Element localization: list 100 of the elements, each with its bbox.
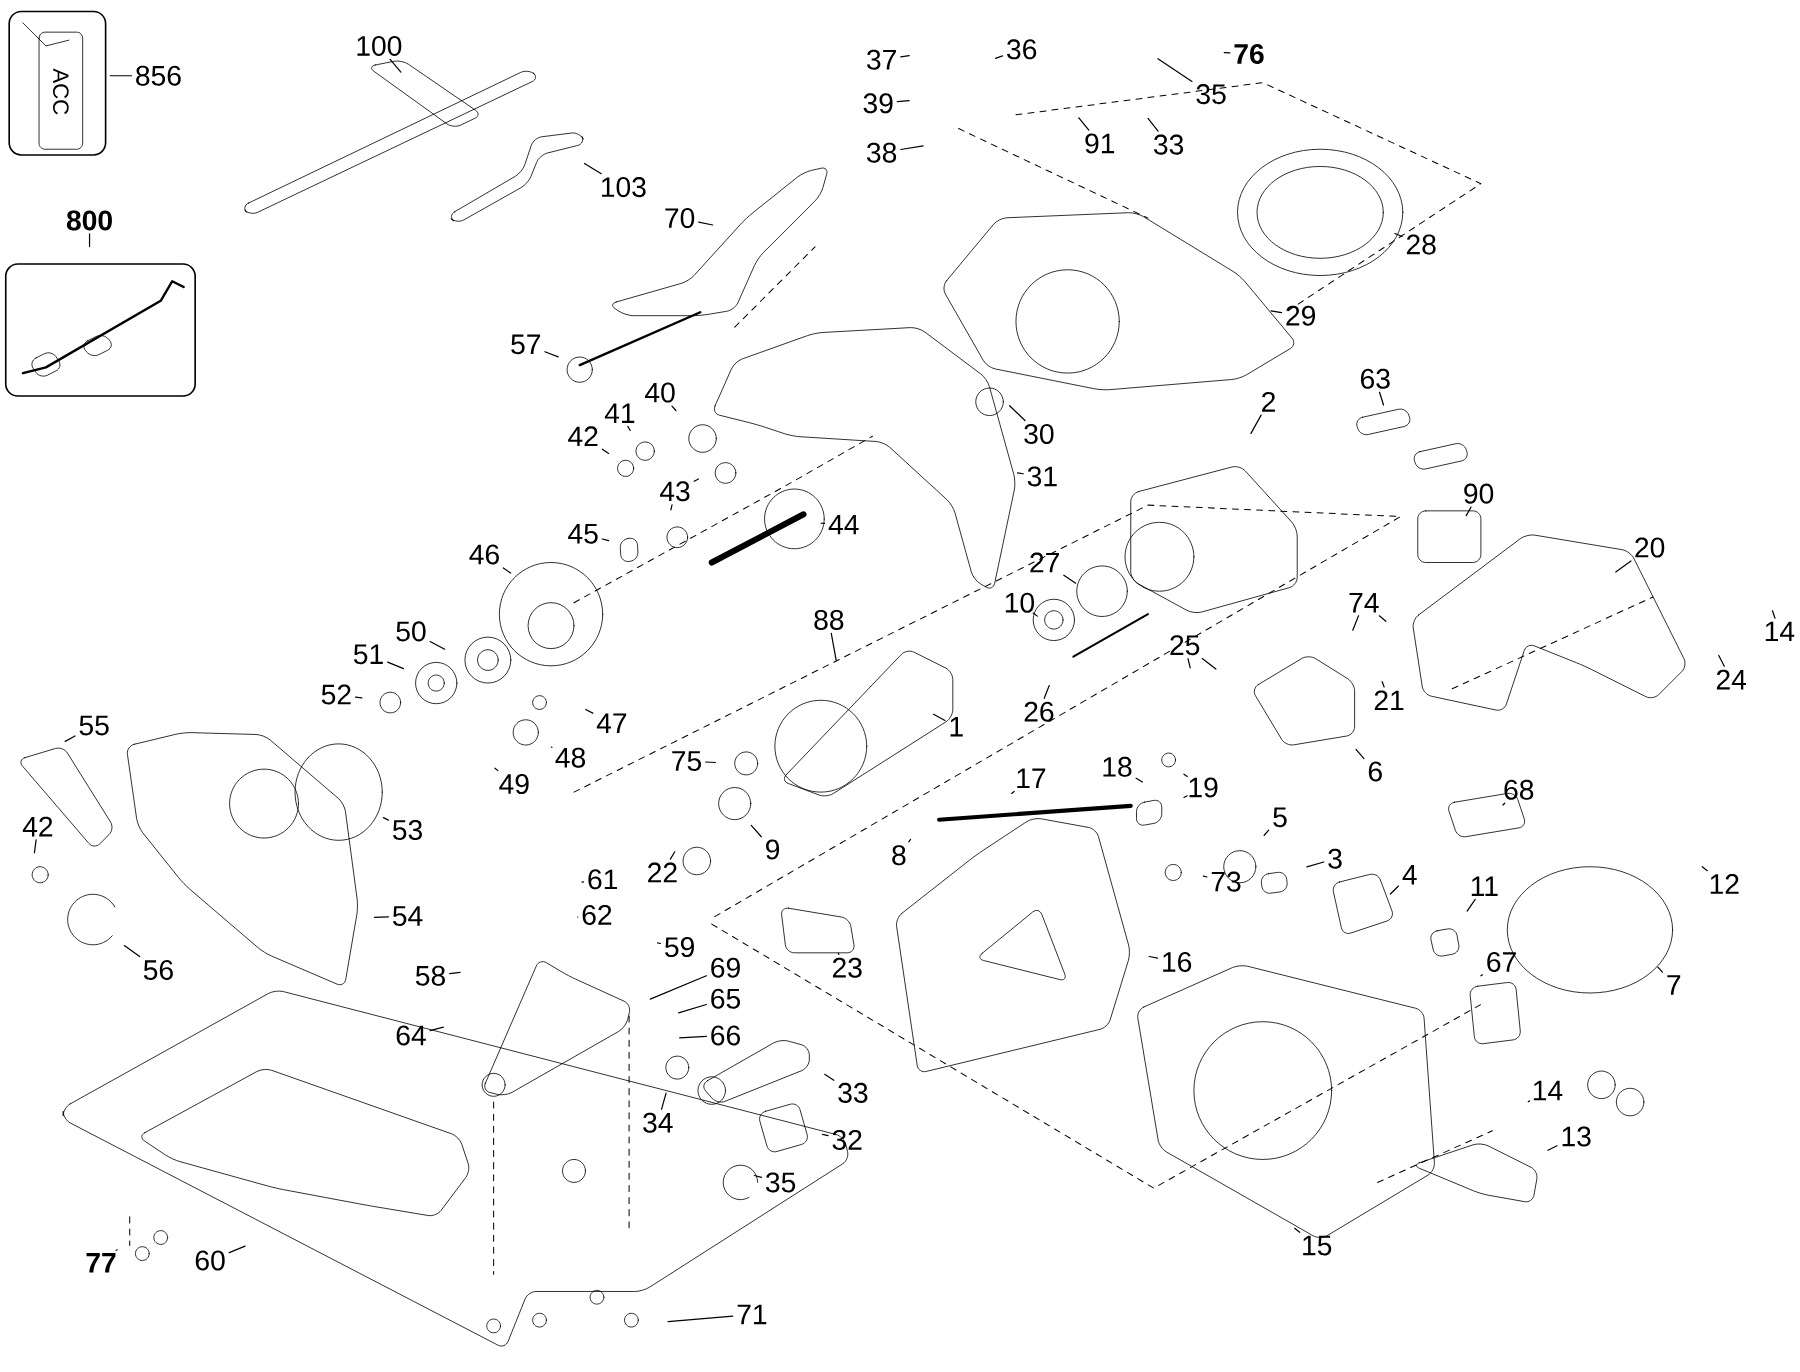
callout-number: 55 [79, 715, 109, 736]
callout-number: 59 [665, 937, 694, 958]
callout-number: 48 [555, 747, 586, 768]
leader-line [1009, 405, 1026, 422]
leader-line [1263, 829, 1270, 836]
callout-number: 77 [86, 1253, 116, 1273]
callout-number: 41 [604, 403, 635, 424]
callout-number: 62 [582, 905, 612, 926]
callout-number: 26 [1024, 701, 1054, 722]
leader-line [1701, 866, 1708, 872]
leader-line [705, 761, 717, 764]
leader-line [824, 1073, 835, 1081]
leader-line [1135, 777, 1144, 783]
leader-line [656, 942, 662, 945]
callout-number: 19 [1189, 777, 1218, 798]
callout-number: 75 [672, 751, 701, 772]
callout-number: 11 [1471, 876, 1498, 897]
leader-line [750, 824, 762, 838]
leader-line [1201, 658, 1217, 670]
callout-number: 35 [766, 1172, 796, 1193]
leader-line [1657, 966, 1664, 973]
callout-number: 69 [711, 957, 740, 978]
leader-line [649, 975, 707, 1000]
leader-line [1250, 414, 1262, 435]
callout-number: 15 [1303, 1235, 1332, 1256]
callout-number: 53 [392, 820, 422, 841]
callout-number: 13 [1562, 1126, 1591, 1147]
leader-line [1063, 574, 1077, 584]
callout-number: 43 [659, 481, 690, 502]
leader-line [373, 916, 389, 919]
callout-number: 856 [136, 65, 181, 86]
leader-line [821, 1133, 829, 1137]
leader-line [601, 538, 610, 542]
leader-line [678, 1003, 707, 1014]
callout-number: 103 [601, 177, 646, 198]
leader-line [109, 75, 133, 77]
leader-line [1378, 615, 1387, 622]
leader-line [544, 351, 559, 358]
callout-number: 50 [396, 621, 426, 642]
leader-line [1187, 658, 1191, 669]
callout-number: 23 [832, 957, 862, 978]
callout-number: 58 [415, 965, 445, 986]
leader-line [1270, 310, 1283, 314]
callout-number: 76 [1234, 44, 1264, 65]
callout-number: 63 [1361, 368, 1390, 389]
callout-number: 2 [1262, 392, 1275, 412]
callout-number: 38 [867, 142, 897, 163]
leader-line [1016, 472, 1024, 475]
leader-line [820, 522, 826, 525]
leader-line [33, 839, 37, 854]
callout-number: 27 [1030, 552, 1059, 573]
leader-line [585, 708, 594, 714]
callout-number: 20 [1635, 537, 1665, 558]
callout-number: 33 [838, 1082, 868, 1103]
leader-line [64, 735, 76, 743]
callout-number: 44 [828, 515, 859, 535]
callout-number: 52 [321, 684, 351, 705]
callout-number: 66 [711, 1025, 740, 1046]
callout-number: 70 [665, 208, 695, 229]
callout-number: 88 [814, 610, 844, 630]
callout-number: 14 [1533, 1080, 1563, 1101]
leader-line [1718, 654, 1725, 667]
callout-number: 65 [711, 988, 741, 1009]
callout-number: 90 [1464, 483, 1494, 504]
leader-line [1378, 391, 1385, 406]
callout-number: 24 [1716, 669, 1746, 690]
callout-number: 31 [1027, 466, 1057, 487]
callout-number: 32 [832, 1130, 862, 1151]
callout-number: 25 [1170, 635, 1200, 656]
callout-number: 42 [22, 816, 53, 837]
leader-line [449, 971, 461, 975]
callout-number: 12 [1710, 874, 1739, 894]
callout-number: 18 [1103, 756, 1132, 777]
callout-number: 68 [1504, 779, 1534, 800]
leader-line [389, 58, 402, 73]
leader-line [669, 851, 676, 860]
leader-line [837, 952, 840, 955]
leader-line [502, 567, 512, 574]
leader-line [115, 1249, 118, 1252]
leader-line [1043, 685, 1050, 699]
leader-line [1615, 560, 1632, 573]
leader-line [1183, 773, 1188, 778]
leader-line [354, 696, 363, 699]
callout-number: 37 [867, 49, 896, 70]
callout-number: 91 [1085, 133, 1115, 154]
callout-number: 36 [1007, 39, 1037, 60]
leader-line [1502, 802, 1506, 806]
leader-line [693, 478, 700, 482]
leader-line [660, 1092, 667, 1110]
leader-line [667, 1315, 734, 1323]
leader-line [1480, 974, 1484, 977]
callout-number: 47 [596, 713, 627, 734]
leader-line [1771, 610, 1776, 619]
leader-line [494, 767, 499, 772]
leader-line [1389, 885, 1400, 895]
leader-line [1352, 615, 1360, 631]
leader-line [88, 233, 91, 248]
callout-number: 45 [568, 524, 598, 544]
leader-line [1078, 117, 1090, 131]
callout-number: 22 [648, 862, 677, 883]
